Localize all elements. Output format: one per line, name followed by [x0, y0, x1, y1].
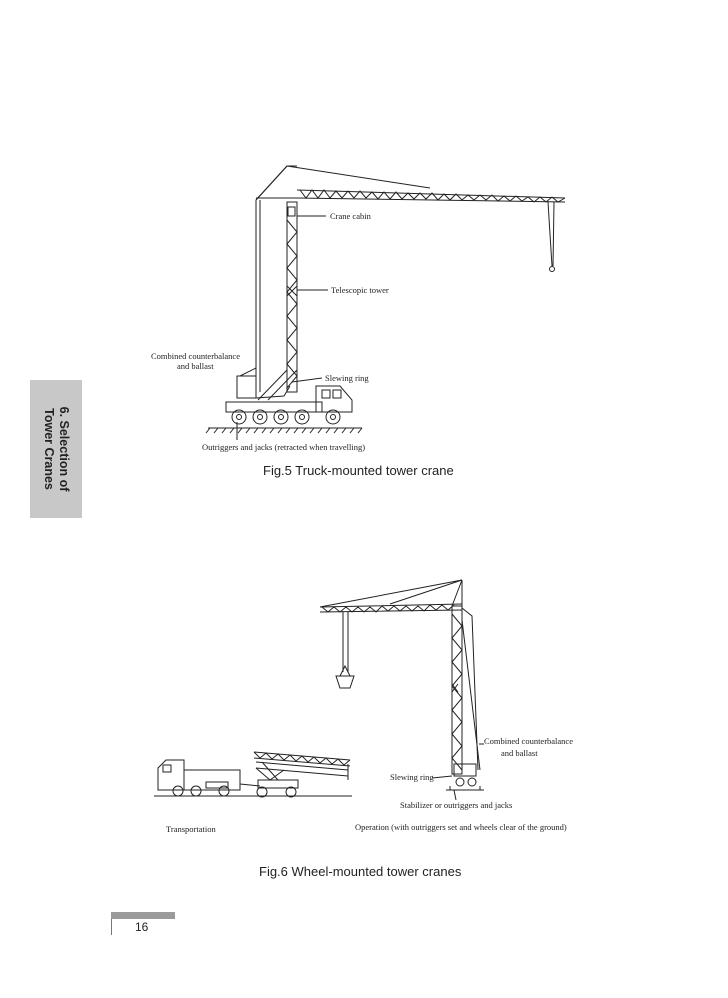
label-fig6-counterbalance-line1: Combined counterbalance [484, 736, 573, 746]
fig6-caption: Fig.6 Wheel-mounted tower cranes [259, 864, 462, 879]
fig6-transportation-drawing [154, 751, 352, 798]
label-telescopic-tower: Telescopic tower [331, 285, 389, 295]
fig5-truck-crane-drawing [205, 165, 566, 440]
fig6-operation-drawing [319, 579, 484, 801]
page-number-rule [111, 919, 112, 935]
fig5-caption: Fig.5 Truck-mounted tower crane [263, 463, 454, 478]
label-fig6-counterbalance-line2: and ballast [501, 748, 538, 758]
label-outriggers: Outriggers and jacks (retracted when tra… [202, 442, 365, 452]
label-counterbalance-line2: and ballast [177, 361, 214, 371]
chapter-side-tab: 6. Selection of Tower Cranes [30, 380, 82, 518]
label-fig6-slewing-ring: Slewing ring [390, 772, 434, 782]
label-fig6-operation: Operation (with outriggers set and wheel… [355, 822, 567, 832]
label-slewing-ring: Slewing ring [325, 373, 369, 383]
label-fig6-transportation: Transportation [166, 824, 216, 834]
label-counterbalance-line1: Combined counterbalance [151, 351, 240, 361]
page-number-bar [111, 912, 175, 919]
label-crane-cabin: Crane cabin [330, 211, 372, 221]
label-fig6-stabilizer: Stabilizer or outriggers and jacks [400, 800, 512, 810]
page-number: 16 [135, 920, 149, 934]
